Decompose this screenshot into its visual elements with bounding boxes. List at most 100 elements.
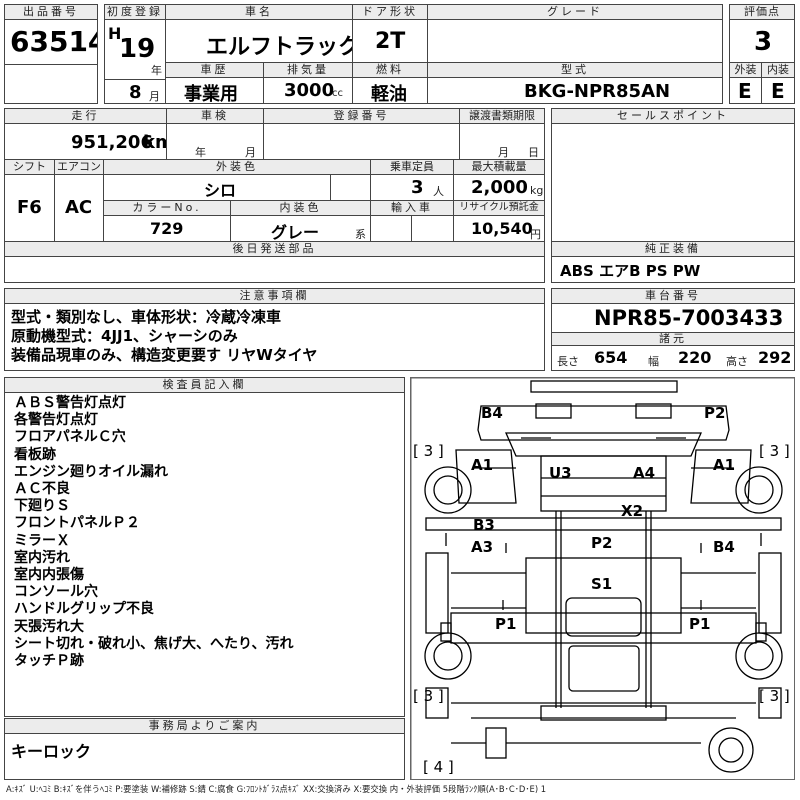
caution-header: 注意事項欄 [4,288,545,304]
shaken-cell: 年 月 [166,123,264,160]
label-a1-right: A1 [713,456,735,474]
chassis-no: NPR85-7003433 [594,306,784,330]
sales-point-cell [551,123,795,242]
recycle-unit: 円 [530,228,541,241]
color-no: 729 [150,219,184,238]
shaken-month-unit: 月 [245,146,256,159]
era: H [108,24,122,43]
tire-fr-grade: [ 3 ] [759,442,790,460]
first-reg-year-cell: H 19 年 [104,19,166,80]
max-load-cell: 2,000 kg [453,174,545,201]
inspector-line: タッチＰ跡 [14,653,84,669]
mileage-header: 走行 [4,108,167,124]
exterior-header: 外装 [729,62,762,78]
transfer-day-unit: 日 [528,146,539,159]
score: 3 [754,27,773,57]
color-no-header: カラーNo. [103,200,231,216]
label-a1-left: A1 [471,456,493,474]
label-s1: S1 [591,575,612,593]
first-reg-header: 初度登録 [104,4,166,20]
first-reg-month-cell: 8 月 [104,79,166,104]
reg-no-header: 登録番号 [263,108,460,124]
office-header: 事務局よりご案内 [4,718,405,734]
door-header: ドア形状 [352,4,428,20]
max-load-unit: kg [530,184,544,197]
history: 事業用 [184,84,238,104]
lot-no-cell: 63514 [4,19,98,65]
shift: F6 [17,197,42,218]
spare-tire-grade: [ 4 ] [423,758,454,776]
displacement-cell: 3000 cc [263,77,353,104]
truck-outline-drawing: B4 P2 [ 3 ] [ 3 ] A1 U3 A4 A1 X2 B3 A3 P… [411,378,794,779]
label-p2-mid: P2 [591,534,612,552]
inspector-line: ハンドルグリップ不良 [14,601,154,618]
genuine-header: 純正装備 [551,241,795,257]
car-name: エルフトラック [206,35,353,60]
capacity-cell: 3 人 [370,174,454,201]
dims-cell: 長さ 654 幅 220 高さ 292 [551,345,795,371]
lot-no-header: 出品番号 [4,4,98,20]
interior-grade-cell: E [761,77,795,104]
label-p1-right: P1 [689,615,710,633]
length-label: 長さ [557,355,579,368]
office-note: キーロック [11,742,92,761]
inspector-line: シート切れ・破れ小、焦げ大、へたり、汚れ [14,635,294,652]
car-name-header: 車名 [165,4,353,20]
genuine-equipment: ABS エアB PS PW [560,262,701,280]
max-load: 2,000 [471,177,528,198]
grade-header: グレード [427,4,723,20]
mileage: 951,206 [71,132,153,153]
height-label: 高さ [726,355,748,368]
dims-header: 諸元 [551,332,795,346]
ext-color: シロ [204,181,237,200]
caution-line-3: 装備品現車のみ、構造変更要す リヤWタイヤ [11,346,318,364]
label-b3: B3 [473,516,495,534]
chassis-cell: NPR85-7003433 [551,303,795,333]
mileage-cell: 951,206 km [4,123,167,160]
inspector-line: エンジン廻りオイル漏れ [14,463,168,480]
inspector-line: フロントパネルＰ２ [14,515,140,532]
door-cell: 2T [352,19,428,63]
tire-fl-grade: [ 3 ] [413,442,444,460]
tire-rr-grade: [ 3 ] [759,687,790,705]
lot-no-blank [4,64,98,104]
door-type: 2T [375,29,406,54]
score-header: 評価点 [729,4,795,20]
inspector-cell: ＡＢＳ警告灯点灯 各警告灯点灯 フロアパネルＣ穴 看板跡 エンジン廻りオイル漏れ… [4,392,405,717]
reg-no-cell [263,123,460,160]
inspector-line: 室内内張傷 [14,567,84,583]
max-load-header: 最大積載量 [453,159,545,175]
label-a4: A4 [633,464,655,482]
car-name-cell: エルフトラック [165,19,353,63]
caution-line-2: 原動機型式：4JJ1、シャーシのみ [11,327,238,345]
label-u3: U3 [549,464,572,482]
later-parts-cell [4,256,545,283]
capacity-header: 乗車定員 [370,159,454,175]
label-b4-top: B4 [481,404,503,422]
inspector-line: ミラーＸ [14,532,70,549]
inspector-line: フロアパネルＣ穴 [14,429,126,446]
int-color-suffix: 系 [355,228,366,241]
inspector-line: コンソール穴 [14,584,98,601]
ext-color-cell: シロ [103,174,331,201]
inspector-line: ＡＢＳ警告灯点灯 [14,395,126,411]
aircon-header: エアコン [54,159,104,175]
displacement-unit: cc [332,88,343,99]
label-p2-top: P2 [704,404,725,422]
sales-point-header: セールスポイント [551,108,795,124]
fuel-header: 燃料 [352,62,428,78]
displacement: 3000 [284,80,335,101]
inspector-line: ＡＣ不良 [14,481,70,497]
inspector-line: 看板跡 [14,446,56,463]
import-cell-b [411,215,454,242]
ext-color-extra [330,174,371,201]
fuel: 軽油 [371,84,407,104]
import-cell-a [370,215,412,242]
recycle-cell: 10,540 円 [453,215,545,242]
model-code: BKG-NPR85AN [524,81,671,102]
office-cell: キーロック [4,733,405,780]
label-b4-right: B4 [713,538,735,556]
month-unit: 月 [149,90,160,103]
model-header: 型式 [427,62,723,78]
height: 292 [758,348,792,367]
